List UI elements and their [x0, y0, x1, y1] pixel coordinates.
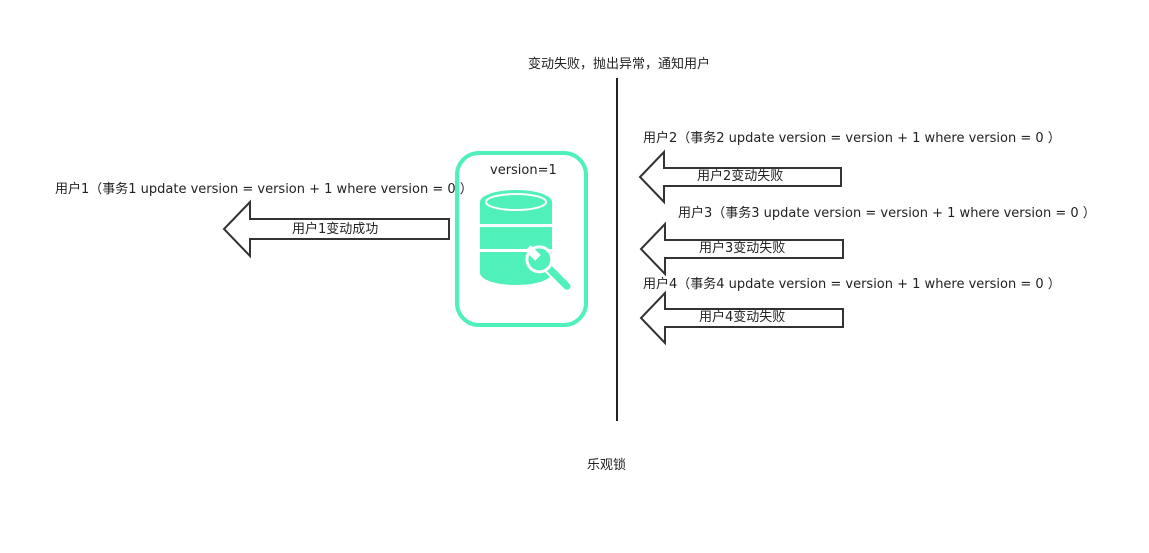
- user4-arrow-label: 用户4变动失败: [699, 310, 786, 325]
- user2-arrow: [638, 149, 842, 205]
- user1-arrow: [222, 199, 450, 259]
- diagram-caption: 乐观锁: [587, 458, 627, 473]
- db-version-label: version=1: [490, 163, 557, 178]
- user4-statement: 用户4（事务4 update version = version + 1 whe…: [643, 277, 1061, 292]
- user3-arrow: [639, 221, 844, 277]
- user2-arrow-label: 用户2变动失败: [697, 169, 784, 184]
- user3-statement: 用户3（事务3 update version = version + 1 whe…: [678, 206, 1096, 221]
- database-wrench-icon: [480, 190, 573, 292]
- user3-arrow-label: 用户3变动失败: [699, 241, 786, 256]
- user4-arrow: [639, 290, 844, 346]
- top-note: 变动失败，抛出异常，通知用户: [528, 57, 711, 72]
- user1-statement: 用户1（事务1 update version = version + 1 whe…: [55, 182, 473, 197]
- user2-statement: 用户2（事务2 update version = version + 1 whe…: [643, 131, 1061, 146]
- user1-arrow-label: 用户1变动成功: [292, 222, 379, 237]
